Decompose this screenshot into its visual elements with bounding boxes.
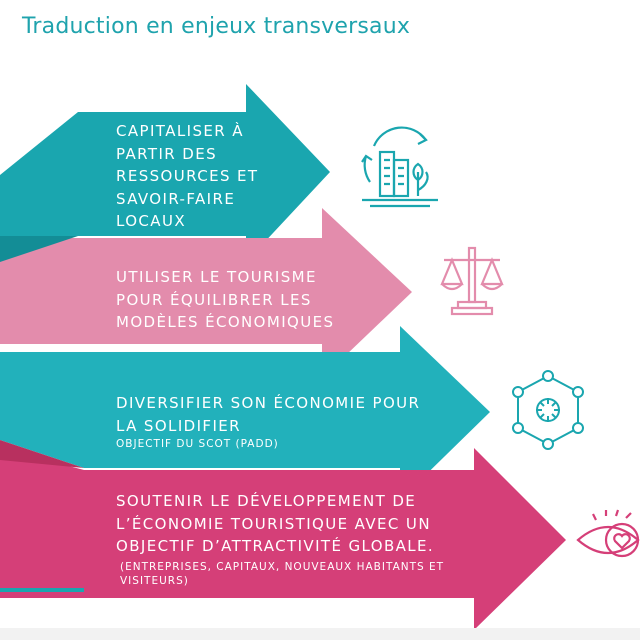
band-1-line: RESSOURCES ET: [116, 167, 259, 185]
band-1-arrow: [0, 84, 330, 262]
band-1-line: PARTIR DES: [116, 144, 218, 163]
band-3-line: DIVERSIFIER SON ÉCONOMIE POUR: [116, 394, 421, 412]
band-3-text: DIVERSIFIER SON ÉCONOMIE POUR LA SOLIDIF…: [116, 392, 420, 451]
band-1-line: LOCAUX: [116, 212, 187, 230]
band-3-subtitle: OBJECTIF DU SCOT (PADD): [116, 438, 279, 450]
band-1-line: SAVOIR-FAIRE: [116, 189, 236, 208]
band-2-line: UTILISER LE TOURISME: [116, 268, 317, 286]
bottom-strip: [0, 628, 640, 640]
band-4-line: SOUTENIR LE DÉVELOPPEMENT DE: [116, 492, 417, 510]
band-2-line: POUR ÉQUILIBRER LES: [116, 290, 312, 309]
band-1-fold: [0, 236, 78, 262]
band-1-line: CAPITALISER À: [116, 122, 244, 140]
band-2-arrow: [0, 208, 412, 378]
band-3-arrow: [0, 326, 490, 500]
band-4-sub-line: VISITEURS): [120, 574, 189, 587]
band-4-arrow: [0, 448, 566, 630]
band-4-text: SOUTENIR LE DÉVELOPPEMENT DE L’ÉCONOMIE …: [116, 490, 444, 588]
band-4-line: L’ÉCONOMIE TOURISTIQUE AVEC UN: [116, 514, 431, 533]
city-cycle-icon: [361, 126, 438, 208]
band-3-line: LA SOLIDIFIER: [116, 416, 241, 435]
band-2-line: MODÈLES ÉCONOMIQUES: [116, 313, 335, 331]
baseline-stripe: [0, 588, 84, 592]
slide-title: Traduction en enjeux transversaux: [22, 14, 411, 39]
band-1-text: CAPITALISER À PARTIR DES RESSOURCES ET S…: [116, 120, 259, 233]
scales-icon: [440, 246, 504, 316]
eye-heart-icon: [576, 509, 640, 558]
band-4-line: OBJECTIF D’ATTRACTIVITÉ GLOBALE.: [116, 537, 435, 555]
band-2-text: UTILISER LE TOURISME POUR ÉQUILIBRER LES…: [116, 266, 334, 334]
band-4-fold: [0, 440, 84, 468]
band-4-sub-line: (ENTREPRISES, CAPITAUX, NOUVEAUX HABITAN…: [120, 560, 445, 573]
network-hub-icon: [512, 370, 584, 450]
band-4-subtitle: (ENTREPRISES, CAPITAUX, NOUVEAUX HABITAN…: [116, 560, 444, 588]
